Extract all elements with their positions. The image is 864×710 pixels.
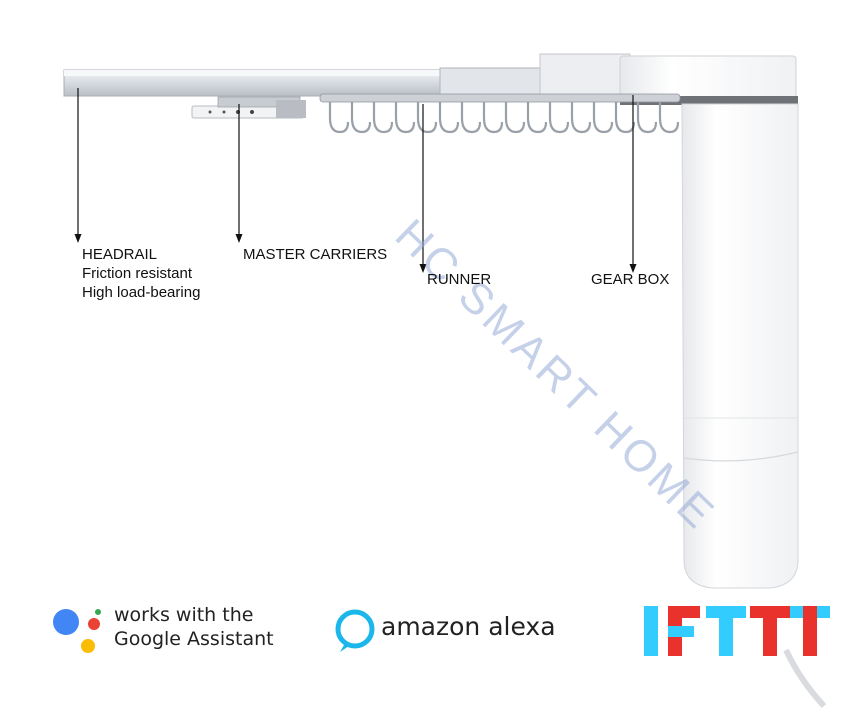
google-assistant-line-2: Google Assistant [114,628,274,650]
headrail-title: HEADRAIL [82,246,158,263]
google-assistant-logo-text: works with the Google Assistant [114,603,274,651]
alexa-icon [335,609,375,652]
headrail [63,67,545,99]
runner-label: RUNNER [427,271,492,288]
headrail-feature-2: High load-bearing [82,284,201,301]
callout-arrows [74,88,637,273]
alexa-logo-text: amazon alexa [381,612,556,641]
headrail-label: HEADRAIL Friction resistant High load-be… [82,245,200,302]
runner-rollers [319,93,681,103]
master-carriers [191,96,306,119]
ifttt-logo [644,606,830,656]
headrail-feature-1: Friction resistant [82,265,193,282]
master-carriers-label: MASTER CARRIERS [243,246,388,263]
runners [328,100,680,134]
gear-box-label: GEAR BOX [591,271,670,288]
google-assistant-icon [53,609,101,653]
gear-box [539,53,798,105]
google-assistant-line-1: works with the [114,604,254,626]
motor-unit [681,103,827,709]
